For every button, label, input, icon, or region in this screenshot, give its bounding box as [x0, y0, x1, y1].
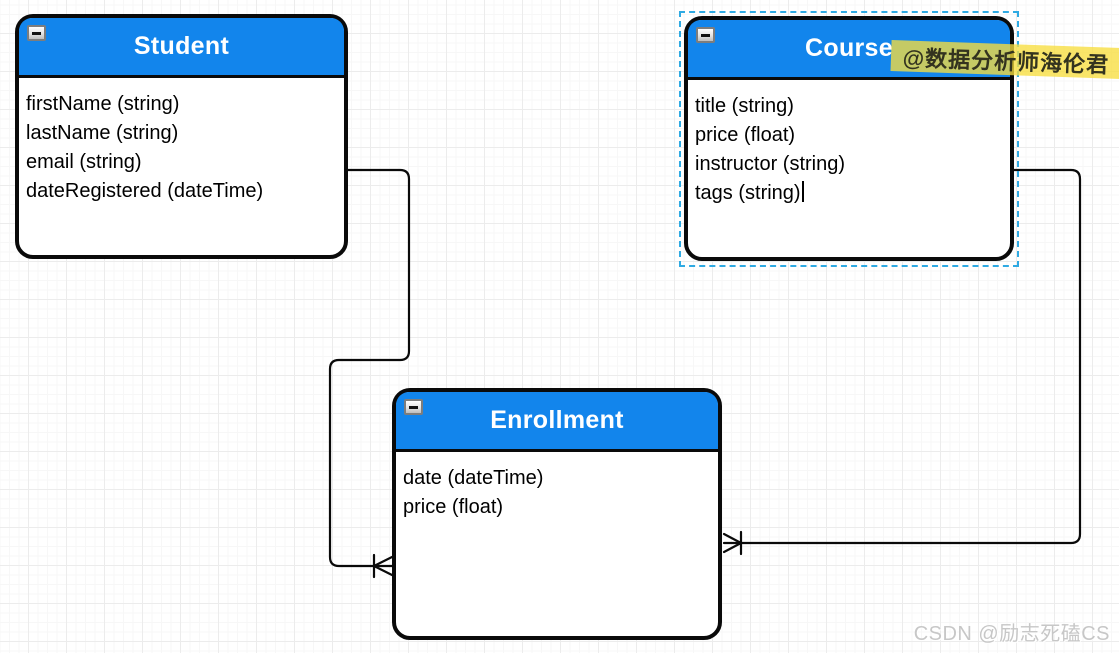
field-row: email (string): [26, 151, 142, 173]
minus-glyph: [32, 31, 41, 35]
entity-student-header: Student: [19, 18, 344, 78]
entity-course-fields: title (string) price (float) instructor …: [688, 80, 1010, 208]
collapse-minus-icon[interactable]: [696, 27, 715, 43]
entity-enrollment-header: Enrollment: [396, 392, 718, 452]
entity-student[interactable]: Student firstName (string) lastName (str…: [15, 14, 348, 259]
field-row: lastName (string): [26, 122, 179, 144]
entity-title: Course: [805, 34, 893, 62]
collapse-minus-icon[interactable]: [27, 25, 46, 41]
connector-student-enrollment[interactable]: [328, 168, 411, 579]
minus-glyph: [701, 33, 710, 37]
field-row: firstName (string): [26, 93, 180, 115]
collapse-minus-icon[interactable]: [404, 399, 423, 415]
field-row: dateRegistered (dateTime): [26, 180, 264, 202]
crow-foot-many-icon: [722, 530, 743, 556]
field-row: instructor (string): [695, 153, 846, 175]
entity-title: Enrollment: [490, 406, 624, 434]
entity-course[interactable]: Course title (string) price (float) inst…: [684, 16, 1014, 261]
entity-student-fields: firstName (string) lastName (string) ema…: [19, 78, 344, 206]
field-row: title (string): [695, 95, 794, 117]
text-cursor: [801, 181, 804, 202]
field-text: tags (string): [695, 182, 801, 204]
field-row: date (dateTime): [403, 467, 544, 489]
field-row[interactable]: tags (string): [695, 179, 1002, 208]
minus-glyph: [409, 405, 418, 409]
watermark-csdn: CSDN @励志死磕CS: [913, 623, 1110, 645]
entity-enrollment-fields: date (dateTime) price (float): [396, 452, 718, 522]
field-row: price (float): [695, 124, 796, 146]
crow-foot-many-icon: [372, 553, 394, 579]
entity-title: Student: [133, 32, 230, 60]
entity-enrollment[interactable]: Enrollment date (dateTime) price (float): [392, 388, 722, 640]
field-row: price (float): [403, 496, 504, 518]
connector-course-enrollment[interactable]: [722, 168, 1082, 556]
